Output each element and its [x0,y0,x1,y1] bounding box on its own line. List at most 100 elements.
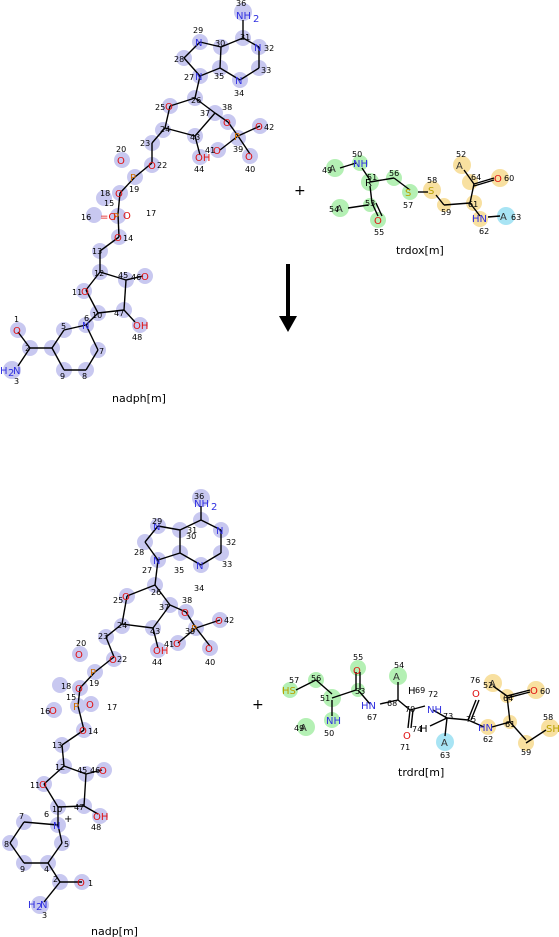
svg-text:H: H [0,366,8,377]
svg-text:25: 25 [113,596,123,605]
svg-text:29: 29 [152,517,162,526]
reaction-arrow [279,264,297,332]
svg-text:40: 40 [205,658,215,667]
atom-19: 19 [129,185,139,194]
svg-text:60: 60 [540,687,550,696]
atom-10: 10 [92,311,102,320]
plus-sign-bottom: + [252,697,264,713]
svg-text:2: 2 [211,502,217,513]
svg-text:P: P [191,624,197,635]
svg-text:48: 48 [91,823,101,832]
svg-text:O: O [223,118,231,129]
svg-text:N: N [254,43,261,54]
atom-63: 63 [511,213,521,222]
svg-text:O: O [77,878,85,889]
molecule-label-nadp: nadp[m] [91,925,138,937]
svg-text:N: N [13,366,20,377]
svg-text:46: 46 [90,766,100,775]
atom-23: 23 [140,139,150,148]
svg-text:O: O [173,639,181,650]
svg-text:A: A [441,738,448,749]
svg-text:A: A [456,161,463,172]
atom-64: 64 [471,173,481,182]
svg-text:N: N [153,522,160,533]
atom-50: 50 [352,150,362,159]
svg-text:O: O [215,616,223,627]
svg-text:O: O [494,174,502,185]
svg-text:23: 23 [98,632,108,641]
svg-text:64: 64 [503,694,513,703]
svg-text:NH: NH [194,499,209,510]
atom-33: 33 [261,66,271,75]
atom-45: 45 [118,271,128,280]
svg-text:HN: HN [472,214,487,225]
atom-35: 35 [214,72,224,81]
svg-text:43: 43 [150,627,160,636]
atom-12: 12 [94,269,104,278]
atom-20: 20 [116,145,126,154]
svg-text:R: R [365,178,372,189]
atom-18: 18 [100,189,110,198]
svg-text:NH: NH [353,159,368,170]
atom-25: 25 [155,103,165,112]
atom-71: 71 [400,743,410,752]
svg-text:59: 59 [521,748,531,757]
svg-text:30: 30 [186,532,196,541]
svg-text:44: 44 [152,658,162,667]
svg-text:O: O [114,233,122,244]
svg-text:O: O [75,650,83,661]
molecule-label-nadph: nadph[m] [112,392,166,405]
svg-text:61: 61 [505,720,515,729]
atom-1: 1 [14,315,19,324]
svg-text:19: 19 [89,679,99,688]
svg-text:10: 10 [52,805,62,814]
svg-text:O: O [49,706,57,717]
svg-text:=O: =O [100,212,116,223]
svg-text:O: O [205,644,213,655]
atom-54: 54 [329,205,339,214]
svg-text:55: 55 [353,653,363,662]
atom-76: 76 [470,676,480,685]
atom-13: 13 [92,247,102,256]
svg-text:O: O [165,102,173,113]
atom-56: 56 [389,169,399,178]
atom-11: 11 [72,288,82,297]
svg-text:O: O [141,272,149,283]
svg-text:H: H [28,900,36,911]
atom-58: 58 [427,176,437,185]
atom-9: 9 [60,372,65,381]
svg-text:N: N [216,526,223,537]
svg-text:O: O [403,731,411,742]
svg-text:O: O [353,666,361,677]
svg-text:9: 9 [20,865,25,874]
svg-text:O: O [255,122,263,133]
svg-text:A: A [393,672,400,683]
atom-43: 43 [190,133,200,142]
svg-text:8: 8 [4,840,9,849]
atom-7: 7 [99,347,104,356]
svg-text:N: N [235,76,242,87]
svg-text:HS: HS [282,686,296,697]
svg-text:51: 51 [320,694,330,703]
svg-text:7: 7 [19,812,24,821]
atom-51: 51 [367,173,377,182]
svg-text:41: 41 [164,640,174,649]
atom-2: 2 [25,344,30,353]
atom-61: 61 [468,200,478,209]
svg-text:P: P [130,173,136,184]
atom-3: 3 [14,377,19,386]
atom-22: 22 [157,161,167,170]
atom-24: 24 [160,125,170,134]
svg-text:O: O [148,161,156,172]
svg-text:3: 3 [42,911,47,920]
svg-text:5: 5 [64,840,69,849]
atom-6: 6 [84,314,89,323]
svg-text:2: 2 [253,14,259,25]
svg-text:38: 38 [182,596,192,605]
svg-text:17: 17 [107,703,117,712]
svg-text:OH: OH [153,646,168,657]
atom-27: 27 [184,73,194,82]
svg-text:37: 37 [159,603,169,612]
atom-73: 73 [443,712,453,721]
